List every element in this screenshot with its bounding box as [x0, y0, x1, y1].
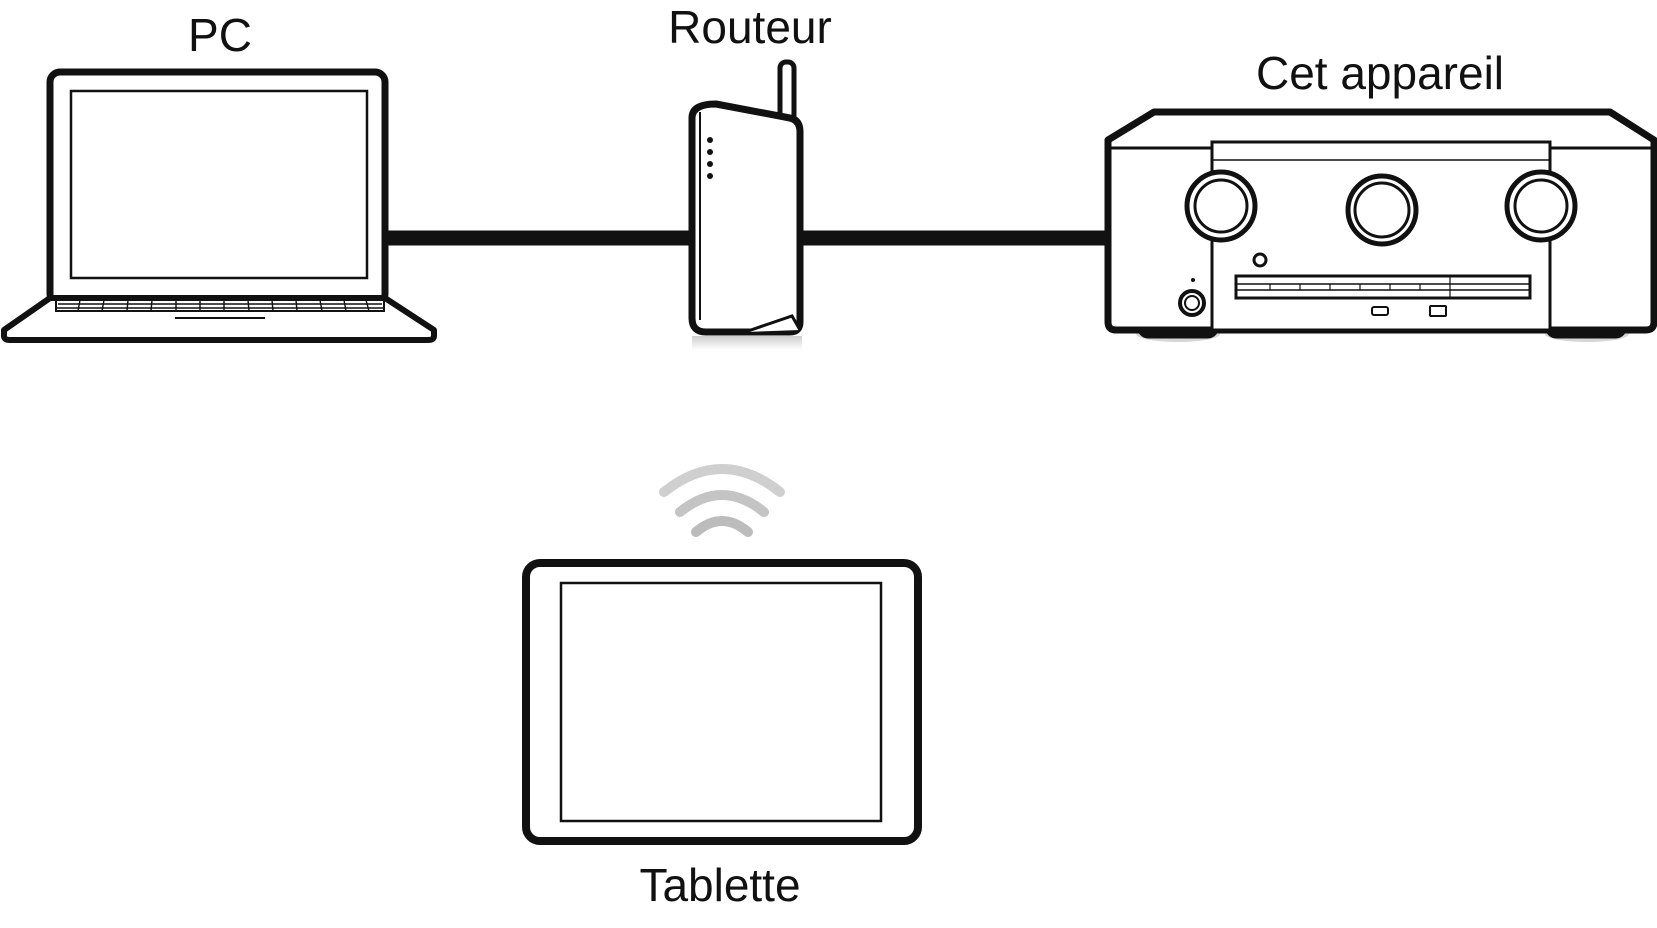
laptop-icon [1, 68, 437, 344]
tablet-label: Tablette [639, 859, 801, 911]
device-label: Cet appareil [1255, 47, 1505, 99]
tablet-icon [522, 559, 922, 845]
av-receiver-icon [1104, 108, 1657, 342]
router-icon [688, 59, 804, 350]
router-label: Routeur [668, 1, 832, 53]
pc-label: PC [188, 9, 252, 61]
wifi-signal-icon [659, 464, 785, 537]
